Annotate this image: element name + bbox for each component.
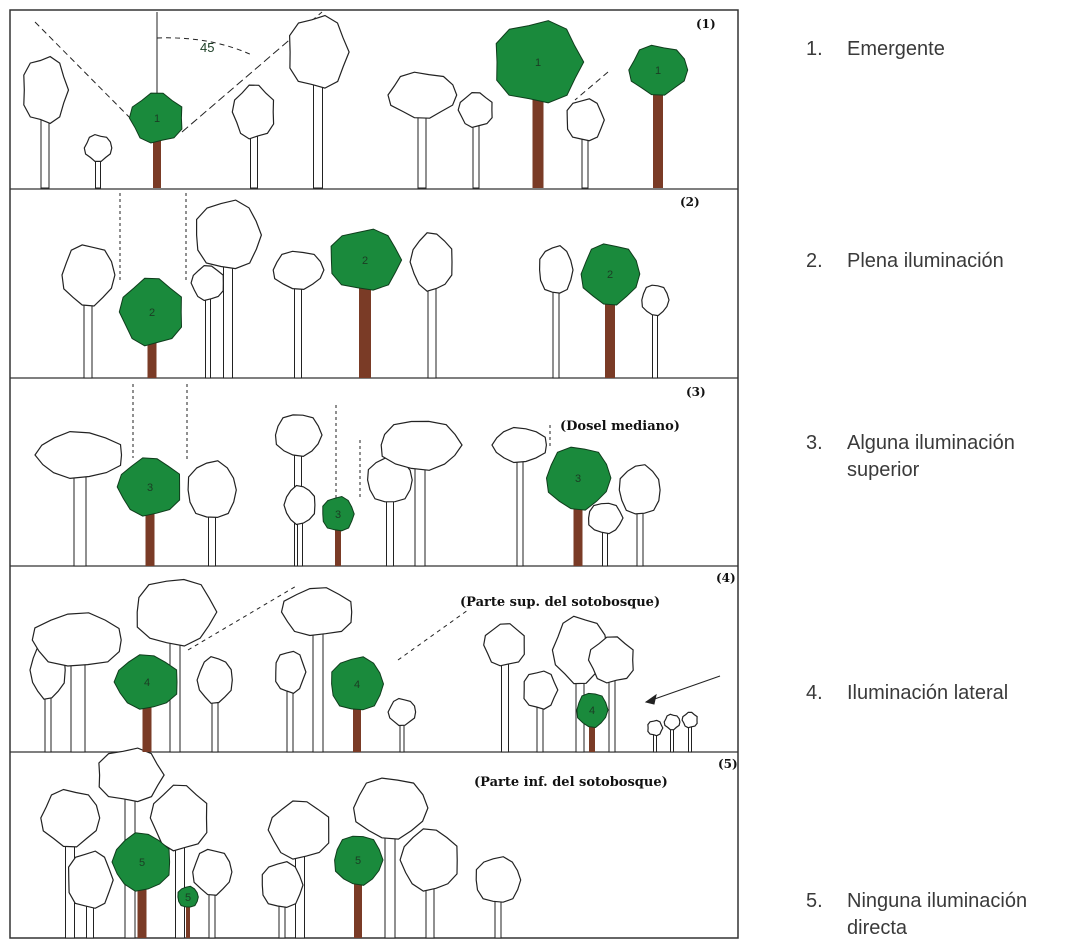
- outline-tree: [380, 420, 463, 567]
- panel-1-guides: [34, 11, 609, 133]
- legend-text: Ninguna iluminación directa: [847, 890, 1028, 939]
- outline-tree: [283, 484, 316, 567]
- outline-tree: [399, 828, 458, 939]
- outline-tree: [196, 199, 263, 379]
- highlighted-tree: 2: [330, 228, 403, 378]
- outline-tree: [192, 848, 233, 939]
- crown-number-label: 2: [149, 307, 155, 319]
- legend-number: 4.: [806, 682, 823, 704]
- panel-5-note: (Parte inf. del sotobosque): [474, 775, 668, 790]
- outline-tree: [523, 670, 559, 753]
- highlighted-tree: 1: [628, 44, 689, 188]
- panel-3-note: (Dosel mediano): [560, 419, 680, 434]
- outline-tree: [288, 14, 350, 189]
- outline-tree: [23, 55, 70, 189]
- highlighted-tree: 5: [177, 885, 199, 938]
- legend-number: 3.: [806, 432, 823, 454]
- crown-number-label: 5: [355, 855, 361, 867]
- panel-3-guides: [132, 384, 551, 500]
- highlighted-tree: 2: [118, 277, 183, 378]
- panel-2-tag: (2): [680, 195, 700, 209]
- highlighted-tree: 4: [113, 654, 178, 752]
- highlighted-tree: 1: [495, 20, 585, 188]
- highlighted-tree: 3: [322, 495, 355, 566]
- legend-number: 5.: [806, 890, 823, 912]
- outline-tree: [587, 502, 624, 567]
- outline-tree: [272, 250, 325, 379]
- crown-number-label: 4: [589, 705, 595, 717]
- outline-tree: [663, 713, 681, 753]
- outline-tree: [196, 656, 233, 753]
- outline-tree: [538, 245, 574, 379]
- legend-number: 1.: [806, 38, 823, 60]
- outline-tree: [587, 636, 634, 753]
- outline-tree: [457, 91, 493, 189]
- highlighted-tree: 3: [545, 446, 612, 566]
- outline-tree: [491, 426, 548, 567]
- highlighted-tree: 5: [334, 835, 384, 938]
- legend-number: 2.: [806, 250, 823, 272]
- crown-number-label: 1: [535, 57, 541, 69]
- highlighted-tree: 4: [331, 656, 385, 752]
- outline-tree: [409, 232, 453, 379]
- crown-number-label: 4: [354, 679, 360, 691]
- crown-number-label: 4: [144, 677, 150, 689]
- crown-number-label: 3: [147, 482, 153, 494]
- outline-tree: [483, 623, 525, 753]
- outline-tree: [190, 264, 224, 379]
- outline-tree: [61, 244, 116, 379]
- outline-tree: [366, 455, 413, 567]
- angle-label: 45: [200, 40, 214, 55]
- outline-tree: [67, 850, 114, 939]
- legend-text: Plena iluminación: [847, 250, 1004, 272]
- outline-tree: [647, 719, 664, 753]
- outline-tree: [352, 777, 429, 939]
- outline-tree: [618, 464, 661, 567]
- outline-tree: [475, 856, 522, 939]
- outline-tree: [280, 587, 353, 753]
- highlighted-tree: 4: [576, 692, 609, 752]
- highlighted-tree: 1: [128, 92, 183, 188]
- highlighted-tree: 2: [580, 243, 641, 378]
- outline-tree: [187, 460, 237, 567]
- outline-tree: [83, 133, 113, 189]
- outline-tree: [387, 697, 417, 753]
- crown-number-label: 2: [607, 269, 613, 281]
- crown-number-label: 3: [575, 473, 581, 485]
- highlighted-tree: 5: [111, 832, 171, 938]
- panel-5-tag: (5): [718, 757, 738, 771]
- panel-4-note: (Parte sup. del sotobosque): [460, 595, 660, 610]
- outline-tree: [231, 84, 275, 189]
- outline-tree: [275, 650, 307, 753]
- panel-4-guides: [187, 584, 721, 705]
- crown-number-label: 5: [139, 857, 145, 869]
- highlighted-tree: 3: [116, 457, 181, 566]
- crown-number-label: 1: [655, 65, 661, 77]
- outline-tree: [641, 284, 670, 379]
- outline-tree: [681, 711, 698, 753]
- outline-tree: [566, 98, 605, 189]
- outline-tree: [387, 71, 458, 189]
- panel-dividers: [10, 188, 738, 753]
- panel-1-tag: (1): [696, 17, 716, 31]
- crown-number-label: 1: [154, 113, 160, 125]
- outline-tree: [31, 612, 122, 753]
- panel-3-tag: (3): [686, 385, 706, 399]
- outline-trees: [23, 14, 698, 939]
- legend-text: Alguna iluminación superior: [847, 432, 1015, 481]
- panel-4-tag: (4): [716, 571, 736, 585]
- crown-number-label: 2: [362, 255, 368, 267]
- outline-tree: [34, 430, 123, 567]
- crown-number-label: 3: [335, 509, 341, 521]
- panel-2-guides: [119, 193, 187, 283]
- outline-tree: [261, 861, 304, 939]
- legend-text: Emergente: [847, 38, 945, 60]
- crown-number-label: 5: [185, 892, 191, 904]
- legend-text: Iluminación lateral: [847, 682, 1009, 704]
